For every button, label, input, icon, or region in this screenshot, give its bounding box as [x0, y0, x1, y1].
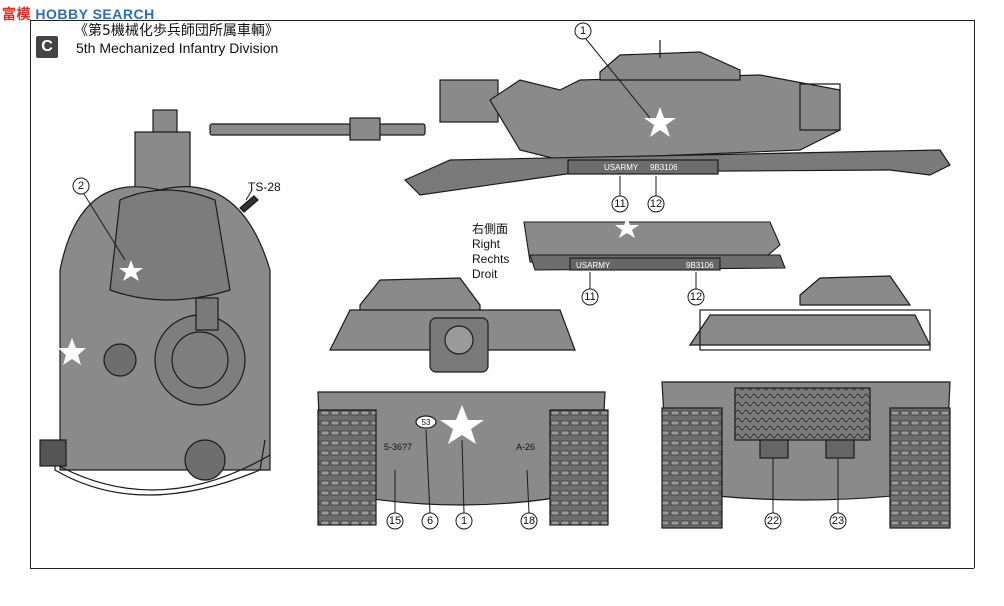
rear-rack-top [54, 439, 266, 496]
right-side-strip [523, 217, 786, 271]
front-view-tank [317, 277, 609, 526]
rear-grille [734, 387, 871, 441]
label-jp: 右側面 [472, 222, 509, 236]
callout-2-num: 2 [78, 180, 84, 192]
ts-28-leader [245, 189, 253, 201]
gun-mantlet-ring [349, 117, 381, 141]
frame-right-edge [974, 20, 975, 568]
callout-6-num: 6 [427, 515, 433, 527]
usarmy-side: USARMY [604, 163, 639, 172]
front-track-right [549, 409, 609, 526]
rear-bustle-rack [699, 309, 931, 351]
turret-top [109, 189, 231, 301]
mantlet-top [134, 131, 191, 193]
right-side-label: 右側面 Right Rechts Droit [472, 222, 509, 282]
top-view-tank [39, 109, 271, 496]
serial-right: 9B3106 [686, 261, 714, 270]
label-de: Rechts [472, 252, 510, 266]
rear-plate-left [759, 439, 789, 459]
bumper-number: 53 [422, 418, 431, 427]
rear-cupola [799, 275, 912, 306]
ts-28-periscope [239, 195, 259, 213]
callout-23-num: 23 [832, 515, 844, 527]
callout-1-top [574, 22, 592, 40]
bustle-rack [799, 83, 841, 131]
diagram-frame [30, 20, 975, 569]
callout-1-front-num: 1 [461, 515, 467, 527]
rear-view-tank [661, 275, 951, 529]
watermark-text: HOBBY SEARCH [35, 6, 155, 22]
scheme-badge: C [36, 36, 58, 58]
turret-side [489, 74, 841, 161]
watermark-logo: 富模 [2, 6, 31, 22]
rear-track-right [889, 407, 951, 529]
title-english: 5th Mechanized Infantry Division [76, 40, 279, 56]
star-top [119, 260, 143, 281]
front-track-left [317, 409, 377, 526]
callout-2 [72, 177, 90, 195]
label-fr: Droit [472, 267, 498, 281]
cupola-side [599, 51, 741, 81]
bumper-right-code: A-26 [516, 442, 535, 452]
star-side-edge-top [58, 338, 86, 365]
callout-11-top-num: 11 [614, 198, 625, 210]
stowage-box-top [39, 439, 67, 467]
side-skirt-plate [567, 159, 719, 175]
hull-side [403, 149, 951, 196]
bumper-left-code: 5-36?7 [384, 442, 412, 452]
callout-12-right-num: 12 [690, 291, 702, 303]
callout-11-right-num: 11 [584, 291, 595, 303]
callout-1-top-num: 1 [580, 25, 586, 37]
callout-18-num: 18 [523, 515, 535, 527]
title-japanese: 《第5機械化歩兵師団所属車輌》 [74, 23, 279, 39]
rear-plate-right [825, 439, 855, 459]
serial-side: 9B3106 [650, 163, 678, 172]
callout-22-num: 22 [767, 515, 779, 527]
ts-28-label: TS-28 [248, 180, 281, 194]
label-en: Right [472, 237, 501, 251]
hatch-top [103, 343, 137, 377]
usarmy-right: USARMY [576, 261, 611, 270]
side-view-tank [209, 40, 951, 196]
front-number-oval [415, 415, 437, 429]
watermark: 富模 HOBBY SEARCH [2, 4, 155, 24]
star-front [440, 405, 484, 444]
gun-barrel [209, 123, 426, 136]
front-searchlight [444, 325, 474, 355]
rear-track-left [661, 407, 723, 529]
gun-top [152, 109, 178, 135]
searchlight [439, 79, 499, 123]
fuel-cap-top [184, 439, 226, 481]
rear-turret [688, 314, 931, 346]
callout-markers [72, 22, 847, 530]
callout-15-num: 15 [389, 515, 401, 527]
star-side [644, 107, 676, 137]
frame-bottom-edge [30, 568, 974, 569]
callout-12-top-num: 12 [650, 198, 662, 210]
